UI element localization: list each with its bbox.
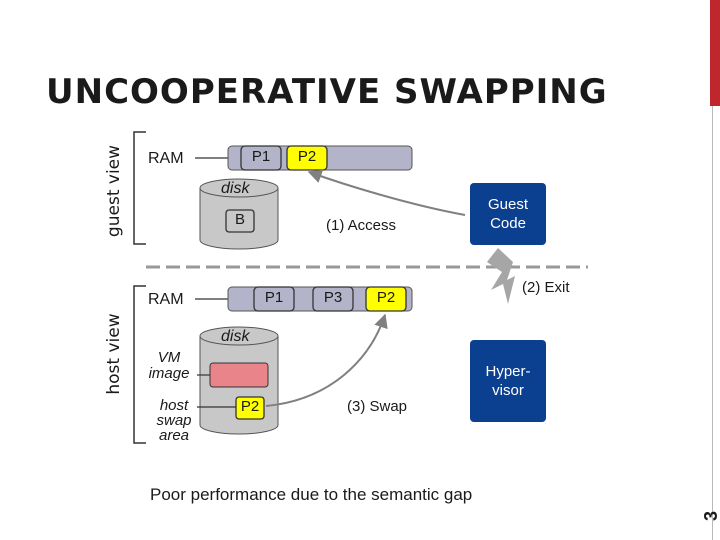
guest-page-p2 xyxy=(286,145,328,171)
host-page-p3 xyxy=(312,286,354,312)
guest-disk-top xyxy=(199,178,279,198)
swap-label: (3) Swap xyxy=(347,398,408,415)
host-view-label: host view xyxy=(104,313,124,395)
guest-view-bracket xyxy=(133,131,146,245)
vm-image-block xyxy=(209,362,269,388)
exit-label: (2) Exit xyxy=(522,279,570,296)
host-page-p2 xyxy=(365,286,407,312)
host-swap-area-label: host swap area xyxy=(156,397,192,444)
host-ram-label: RAM xyxy=(148,291,184,308)
host-disk-label: disk xyxy=(221,328,250,345)
host-p1-label: P1 xyxy=(264,289,284,306)
exit-bolt-icon xyxy=(487,248,515,304)
vm-image-label: VM image xyxy=(148,349,190,382)
host-swap-p2-label: P2 xyxy=(240,398,260,415)
guest-block-b-label: B xyxy=(234,211,245,228)
hypervisor-label: Hyper- visor xyxy=(485,363,531,399)
guest-p1-label: P1 xyxy=(251,148,271,165)
accent-bar xyxy=(710,0,720,106)
swap-arrow xyxy=(265,313,388,407)
host-swap-page-p2 xyxy=(235,396,265,420)
guest-code-label: Guest Code xyxy=(487,196,529,232)
host-p2-label: P2 xyxy=(376,289,396,306)
guest-p2-label: P2 xyxy=(297,148,317,165)
access-arrow xyxy=(307,169,466,216)
slide-title: UNCOOPERATIVE SWAPPING xyxy=(46,72,608,112)
hypervisor-box xyxy=(470,340,546,422)
host-disk-top xyxy=(199,326,279,346)
footer-caption: Poor performance due to the semantic gap xyxy=(150,485,473,504)
access-label: (1) Access xyxy=(326,217,397,234)
guest-code-box xyxy=(470,183,546,245)
guest-view-label: guest view xyxy=(104,144,124,238)
guest-page-p1 xyxy=(240,145,282,171)
guest-ram-label: RAM xyxy=(148,150,184,167)
page-divider xyxy=(712,106,713,540)
host-page-p1 xyxy=(253,286,295,312)
host-p3-label: P3 xyxy=(323,289,343,306)
host-view-bracket xyxy=(133,285,146,444)
guest-disk-block-b xyxy=(225,209,255,233)
guest-disk-label: disk xyxy=(221,180,250,197)
